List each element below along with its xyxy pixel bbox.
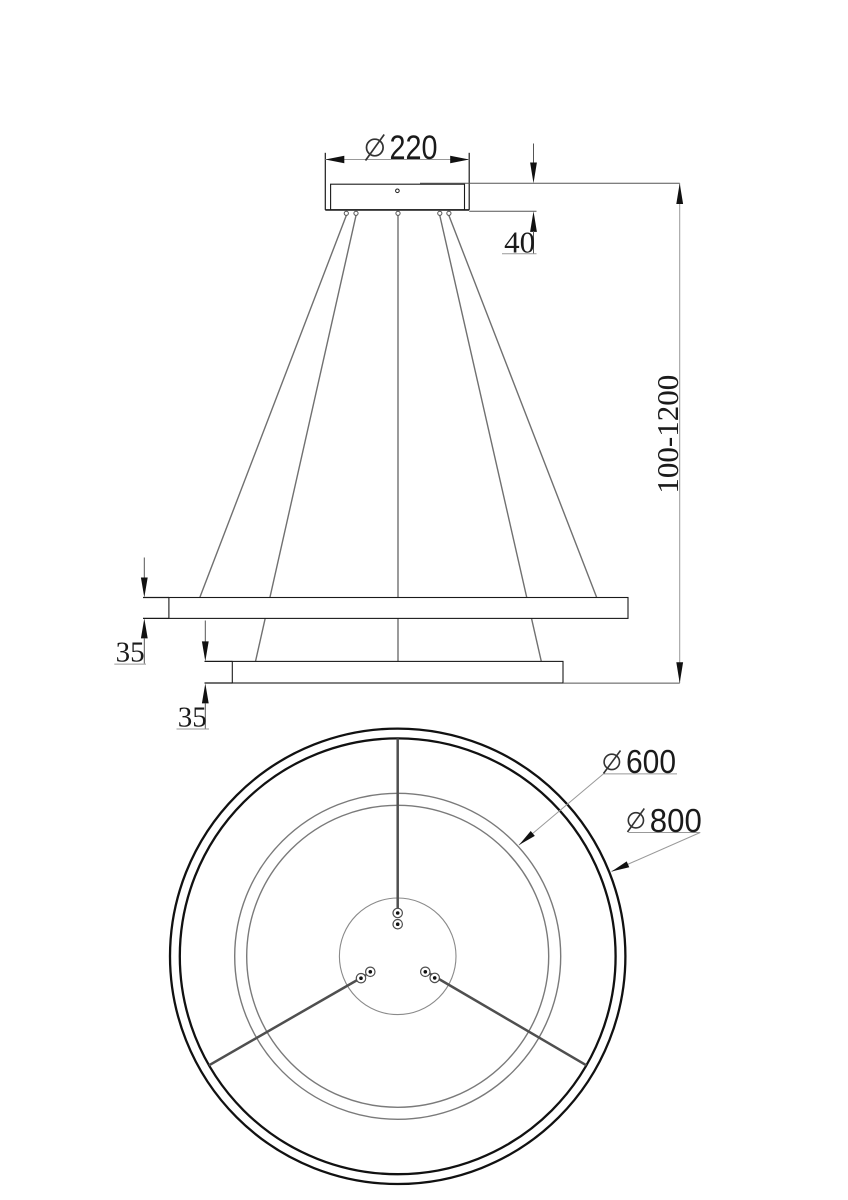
- svg-text:35: 35: [116, 637, 145, 669]
- svg-text:800: 800: [650, 802, 702, 839]
- svg-text:600: 600: [626, 743, 676, 780]
- svg-text:35: 35: [178, 701, 207, 733]
- svg-text:100-1200: 100-1200: [650, 375, 685, 494]
- svg-text:40: 40: [504, 225, 535, 260]
- svg-text:220: 220: [390, 129, 438, 167]
